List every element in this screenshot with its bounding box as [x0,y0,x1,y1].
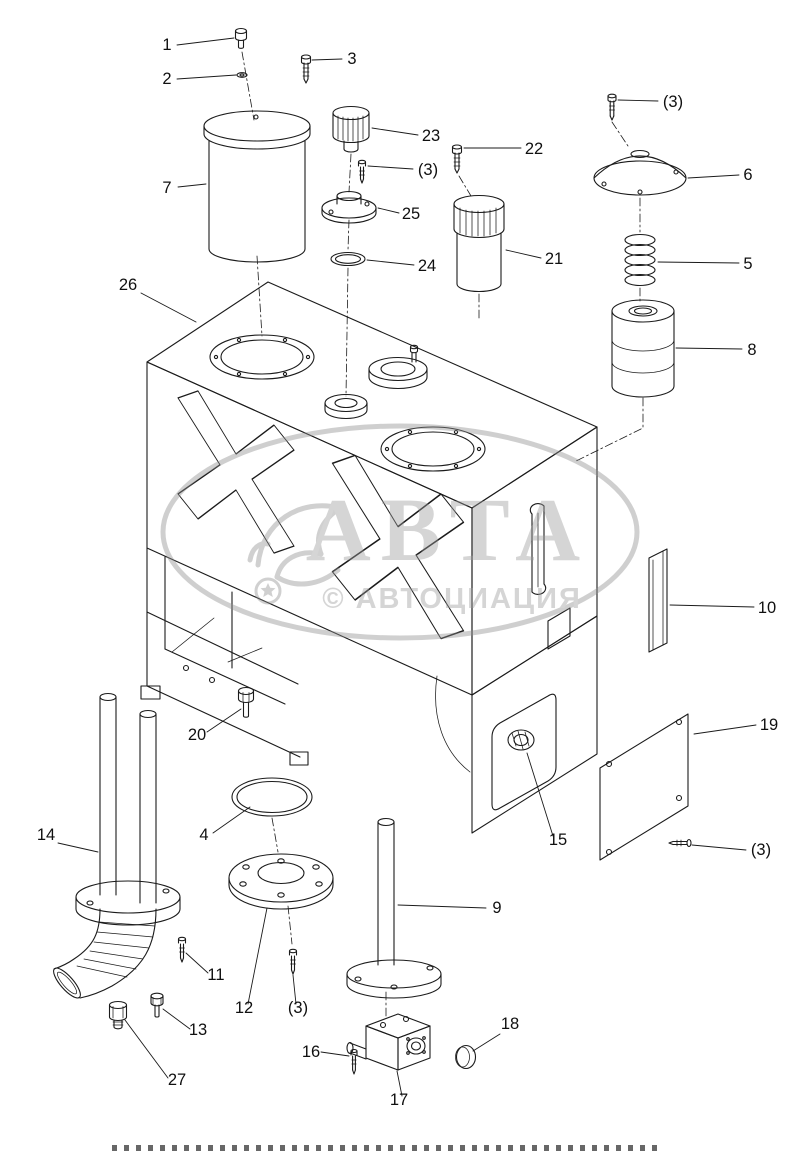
x-cutout-front [331,454,465,640]
part-19-cover-plate [599,713,689,861]
callout-10: 10 [758,599,776,617]
watermark-subtitle: © АВТОЦИАЦИЯ [322,583,582,615]
callout-14: 14 [37,826,55,844]
watermark-ring [160,423,640,641]
part-15-plug [507,729,535,751]
callout-22: 22 [525,140,543,158]
callout-24: 24 [418,257,436,275]
callout-13: 13 [189,1021,207,1039]
part-17-valve-body [346,1013,431,1071]
part-18-cap [455,1044,477,1070]
part-24-o-ring [330,251,366,267]
page-edge-artifact [112,1145,664,1151]
callout-3: 3 [347,50,356,68]
x-cutout-left [177,390,295,554]
callout-1: 1 [162,36,171,54]
callout-4: 4 [199,826,208,844]
callout-20: 20 [188,726,206,744]
part-11-screw [177,936,187,963]
part-3-screw [300,54,312,84]
part-7-filter-canister [203,110,311,263]
callout-8: 8 [747,341,756,359]
part-26-tank-body [140,281,598,834]
callout-6: 6 [743,166,752,184]
callout-26: 26 [119,276,137,294]
callout-17: 17 [390,1091,408,1109]
callout-11: 11 [207,966,224,984]
assembly-center-lines [241,51,644,1017]
callout-qty-3-d: (3) [288,999,308,1017]
callout-19: 19 [760,716,778,734]
part-20-bolt [237,686,255,718]
callout-labels: 1 2 3 23 (3) 25 24 7 22 21 (3) 6 5 8 26 … [37,36,778,1109]
callout-qty-3-a: (3) [418,161,438,179]
part-8-filter-element [611,299,675,398]
diagram-artwork [53,27,757,1097]
callout-27: 27 [168,1071,186,1089]
callout-21: 21 [545,250,563,268]
part-12-flange [228,853,334,910]
watermark-star-icon [260,583,276,597]
part-5-spring [624,233,656,287]
qty-screw-a [357,159,367,184]
callout-5: 5 [743,255,752,273]
part-13-bolt [150,992,164,1018]
watermark: АВТА © АВТОЦИАЦИЯ [160,423,640,641]
part-27-plug-fitting [108,1000,128,1030]
callout-qty-3-c: (3) [751,841,771,859]
watermark-emblem [247,503,343,587]
callout-12: 12 [235,999,253,1017]
callout-2: 2 [162,70,171,88]
tank-mounting-frame [140,547,309,766]
qty-screw-c [668,838,692,848]
part-2-washer [236,72,248,78]
part-9-pipe [346,817,442,999]
callout-qty-3-b: (3) [663,93,683,111]
qty-screw-d [288,948,298,975]
watermark-star-ring [254,577,282,605]
callout-leader-lines [57,37,757,1097]
part-4-o-ring [231,777,313,817]
part-10-strip [648,548,668,653]
callout-15: 15 [549,831,567,849]
part-1-bolt [234,27,248,49]
callout-18: 18 [501,1015,519,1033]
callout-23: 23 [422,127,440,145]
part-21-filter [453,194,505,293]
part-6-dome-cover [593,149,687,196]
part-16-screw [350,1048,358,1075]
qty-screw-b [607,93,617,121]
part-25-flange-ring [321,190,377,224]
part-14-pipe-elbow-assembly [53,692,181,999]
callout-25: 25 [402,205,420,223]
callout-9: 9 [492,899,501,917]
callout-16: 16 [302,1043,320,1061]
part-23-breather-cap [332,105,370,153]
part-22-screw [451,144,463,174]
watermark-title: АВТА [306,481,590,580]
callout-7: 7 [162,179,171,197]
